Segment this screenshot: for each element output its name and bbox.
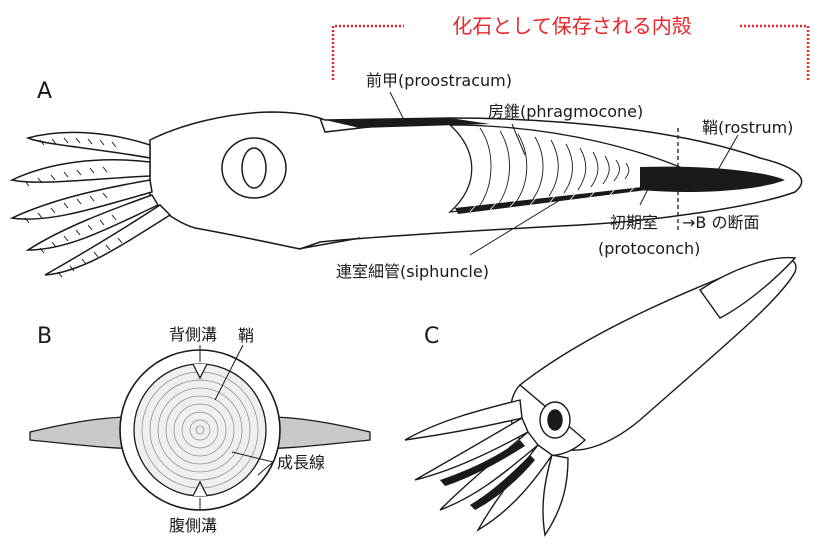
label-growth-lines: 成長線	[277, 453, 325, 472]
squid-illustration	[405, 258, 796, 535]
label-phragmocone: 房錐(phragmocone)	[488, 102, 643, 121]
label-proostracum: 前甲(proostracum)	[366, 71, 512, 90]
eye-icon	[222, 138, 286, 198]
cross-section	[30, 350, 370, 510]
label-dorsal-groove: 背側溝	[169, 325, 217, 344]
panel-c-label: C	[424, 324, 439, 349]
panel-b-label: B	[37, 324, 52, 349]
label-rostrum: 鞘(rostrum)	[702, 118, 793, 137]
bracket-title: 化石として保存される内殻	[452, 14, 691, 38]
sheath-disc	[134, 364, 266, 496]
label-section-ref: →B の断面	[682, 213, 759, 232]
panel-a-label: A	[37, 79, 52, 104]
belemnite-arms	[12, 132, 170, 275]
label-protoconch-jp: 初期室	[610, 213, 658, 232]
label-ventral-groove: 腹側溝	[169, 516, 217, 535]
label-sheath: 鞘	[238, 326, 254, 345]
label-siphuncle: 連室細管(siphuncle)	[336, 262, 489, 281]
label-protoconch-en: (protoconch)	[598, 239, 700, 258]
